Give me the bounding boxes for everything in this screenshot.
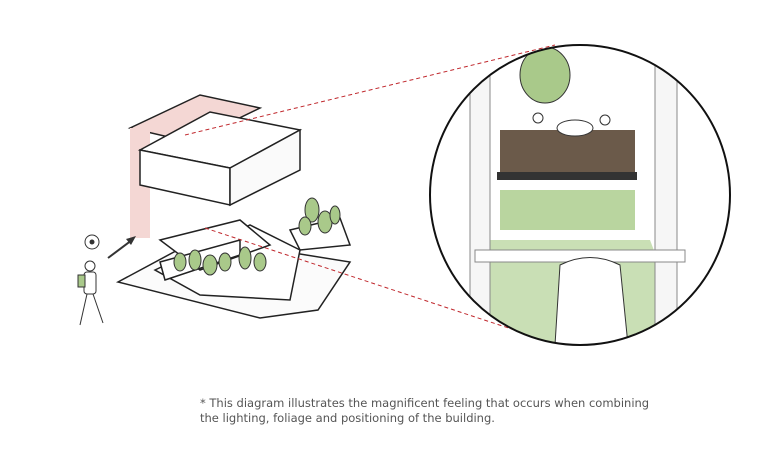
caption-line-1: * This diagram illustrates the magnifice… [200,396,650,410]
detail-circle [429,44,731,346]
viewer-marker [84,234,136,259]
diagram-caption: * This diagram illustrates the magnifice… [200,396,670,426]
person-walking [77,260,104,326]
trees [173,197,341,276]
callout-lines [184,44,556,341]
car [554,257,629,345]
caption-line-2: the lighting, foliage and positioning of… [200,411,495,425]
arrow-icon [107,239,133,259]
